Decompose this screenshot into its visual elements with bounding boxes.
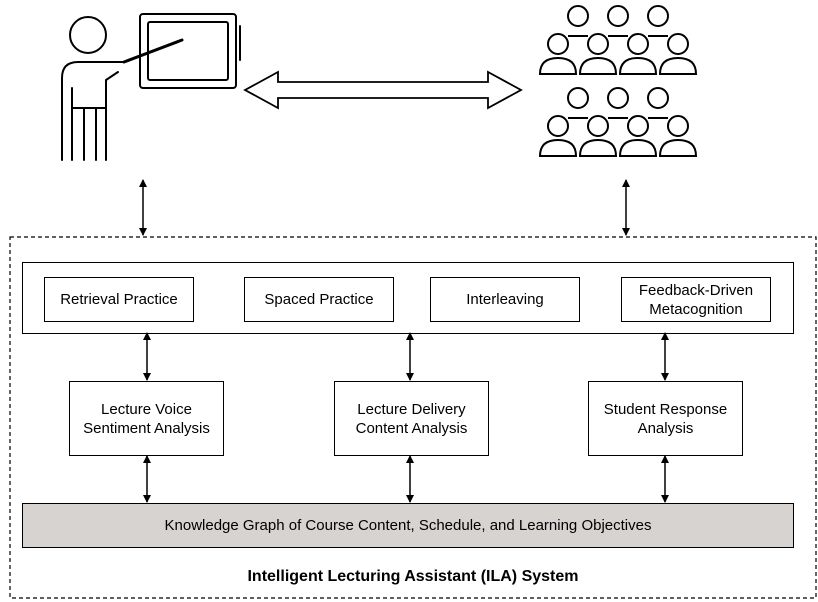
analysis-student-response: Student Response Analysis bbox=[588, 381, 743, 456]
strategy-feedback-metacognition: Feedback-Driven Metacognition bbox=[621, 277, 771, 322]
strategy-retrieval-practice: Retrieval Practice bbox=[44, 277, 194, 322]
analysis-voice-sentiment: Lecture Voice Sentiment Analysis bbox=[69, 381, 224, 456]
learning-strategies-panel bbox=[22, 262, 794, 334]
teacher-students-arrow bbox=[243, 70, 523, 110]
system-boundary bbox=[9, 236, 817, 599]
system-title: Intelligent Lecturing Assistant (ILA) Sy… bbox=[247, 568, 579, 585]
student-group-icon bbox=[538, 5, 698, 157]
teacher-at-board-icon bbox=[61, 13, 241, 161]
analysis-delivery-content: Lecture Delivery Content Analysis bbox=[334, 381, 489, 456]
strategy-spaced-practice: Spaced Practice bbox=[244, 277, 394, 322]
knowledge-graph-box: Knowledge Graph of Course Content, Sched… bbox=[22, 503, 794, 548]
strategy-interleaving: Interleaving bbox=[430, 277, 580, 322]
